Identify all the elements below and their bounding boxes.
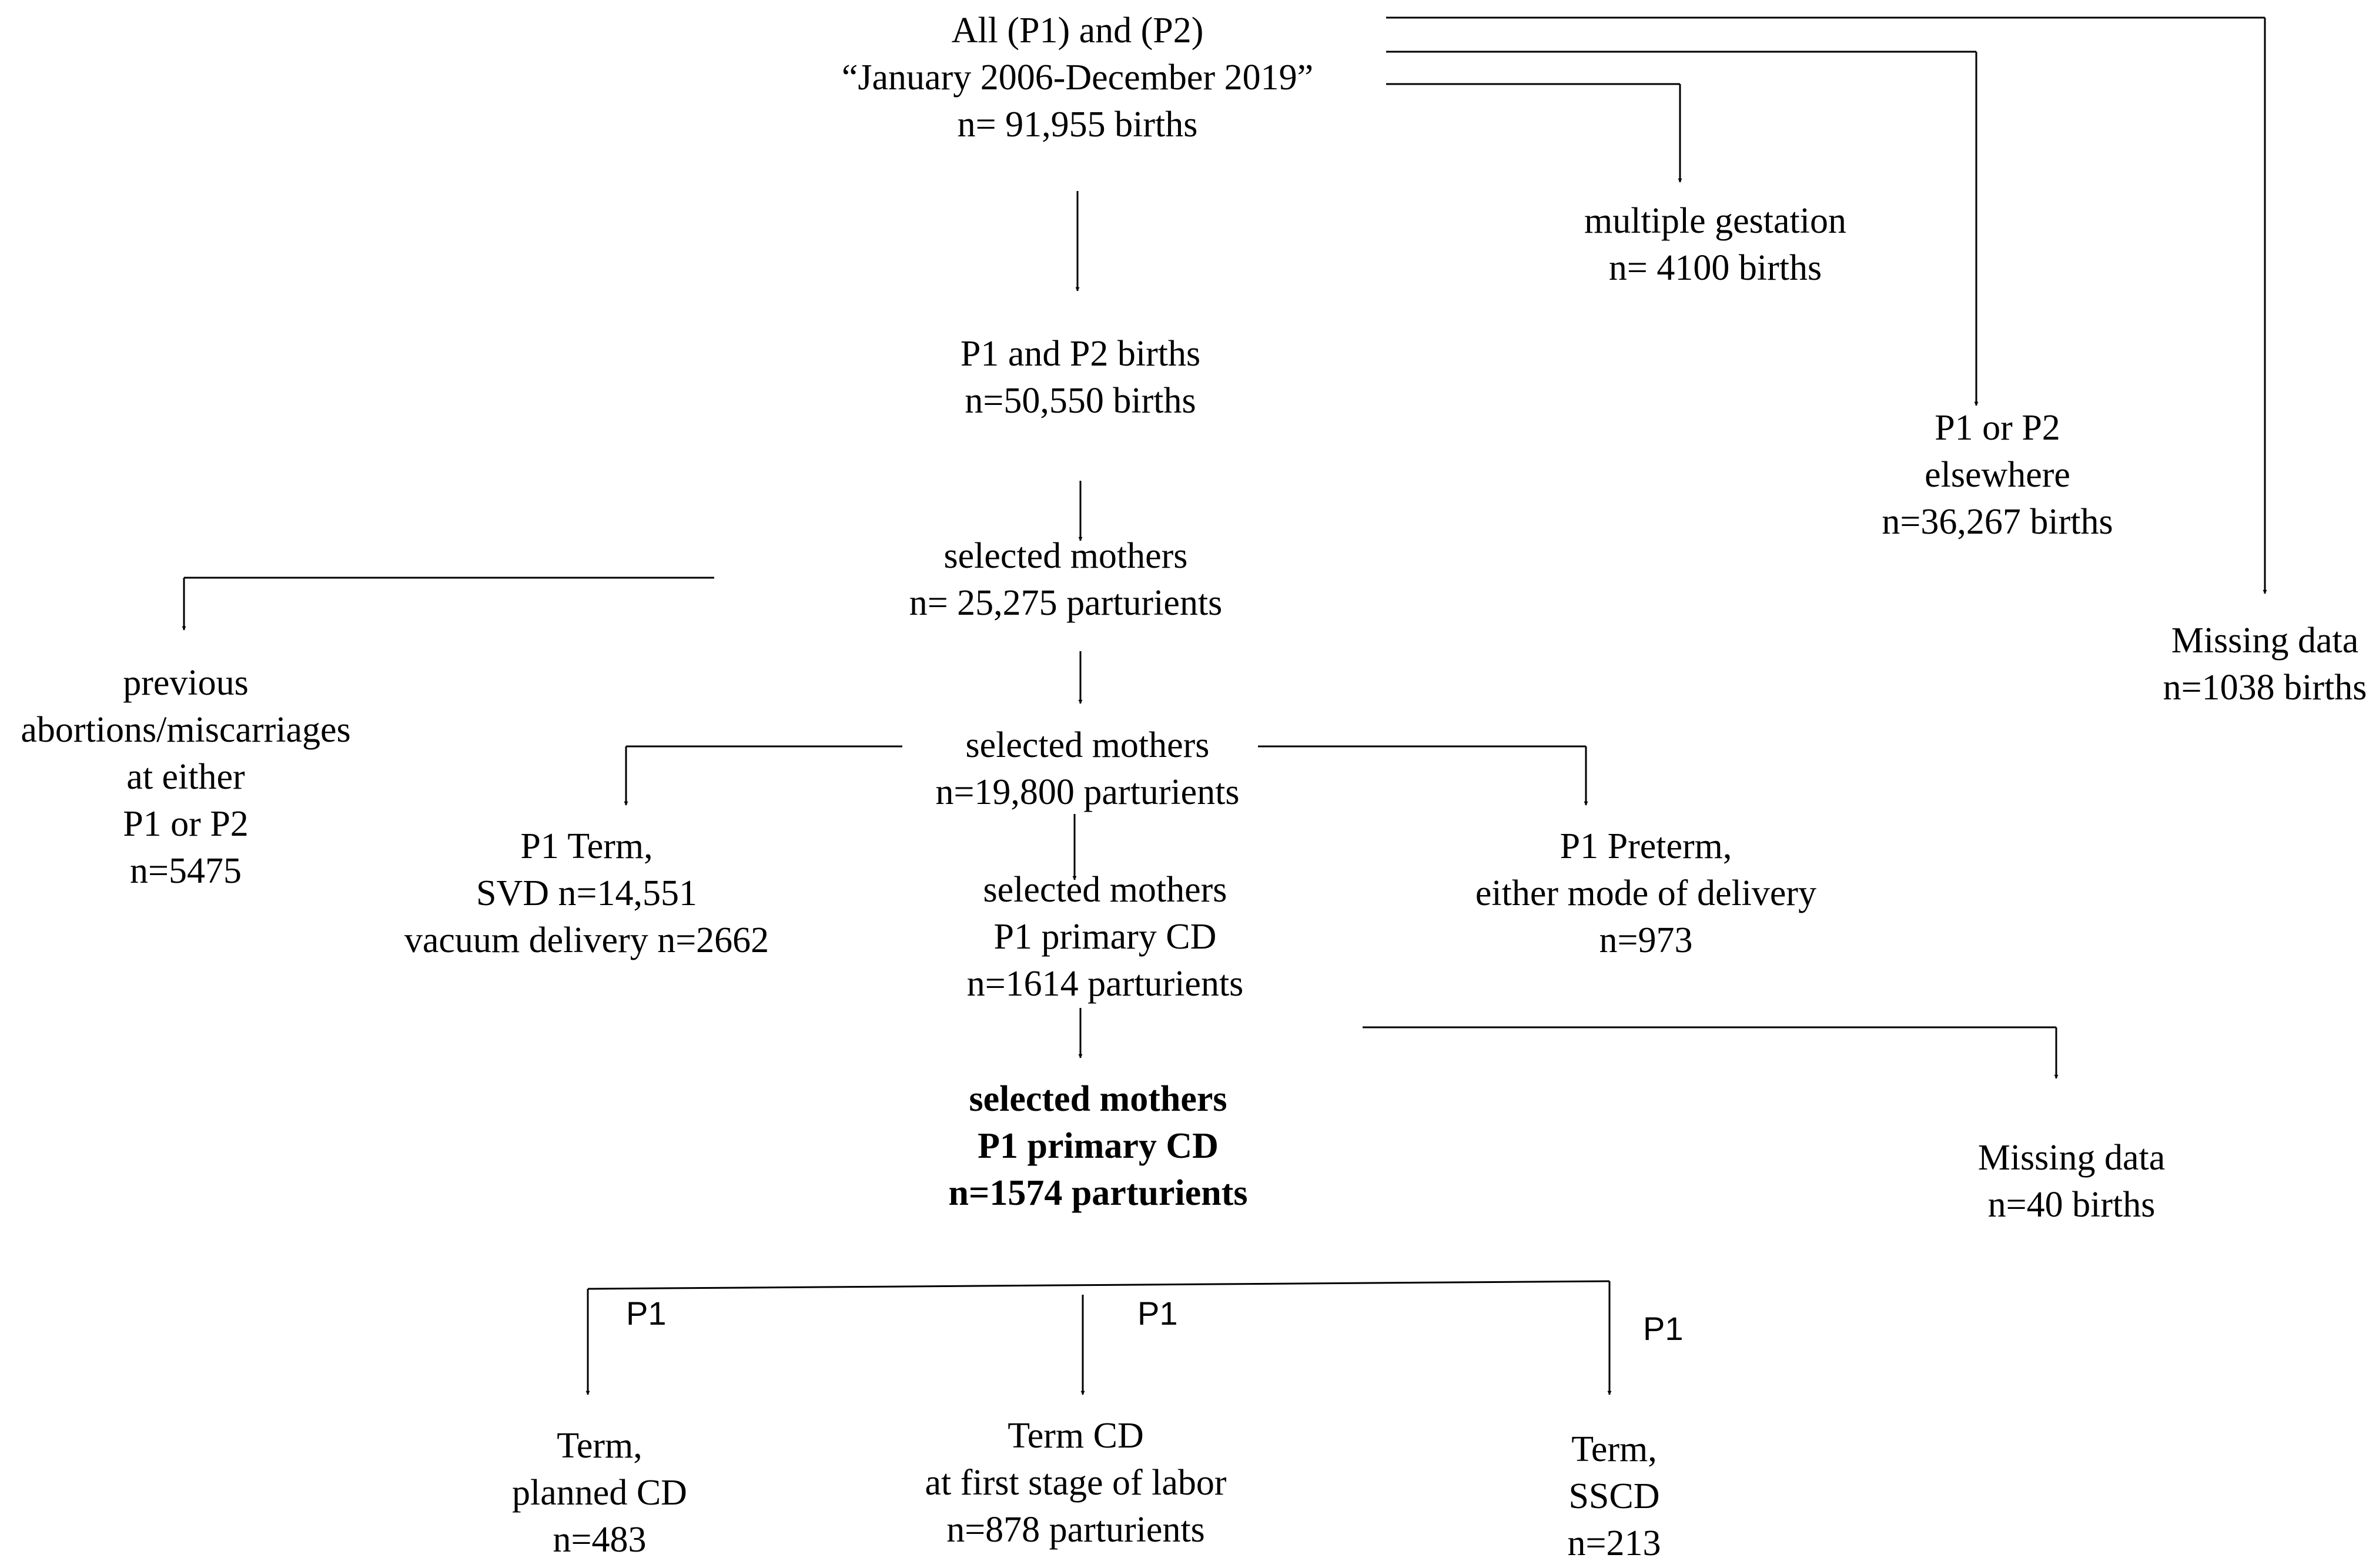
node-line: Term CD [1008, 1416, 1144, 1456]
node-line: n= 91,955 births [957, 105, 1198, 145]
node-line: n=973 [1599, 920, 1693, 960]
node-line: n=40 births [1987, 1185, 2156, 1225]
connector-bottom-split [587, 1280, 1610, 1290]
node-line: P1 or P2 [123, 804, 249, 844]
node-line: selected mothers [965, 725, 1210, 765]
branch-label-first-stage: P1 [1137, 1295, 1178, 1332]
cd-1614-node: selected mothers P1 primary CD n=1614 pa… [967, 866, 1244, 1007]
node-line: n= 4100 births [1608, 248, 1822, 288]
node-line: n=483 [553, 1520, 647, 1560]
node-line: n=19,800 parturients [935, 772, 1240, 812]
node-line: Missing data [2171, 621, 2359, 661]
all-births-node: All (P1) and (P2) “January 2006-December… [842, 7, 1313, 148]
node-line: previous [123, 663, 249, 703]
node-line: n=5475 [130, 851, 242, 891]
preterm-node: P1 Preterm, either mode of delivery n=97… [1475, 823, 1816, 964]
term-svd-node: P1 Term, SVD n=14,551 vacuum delivery n=… [404, 823, 769, 964]
node-line: vacuum delivery n=2662 [404, 920, 769, 960]
cd-1574-node: selected mothers P1 primary CD n=1574 pa… [949, 1076, 1248, 1217]
first-stage-cd-node: Term CD at first stage of labor n=878 pa… [925, 1412, 1226, 1553]
node-line: either mode of delivery [1475, 873, 1817, 913]
p1-p2-births-node: P1 and P2 births n=50,550 births [961, 330, 1200, 424]
node-line: n=36,267 births [1882, 502, 2113, 542]
node-line: n=1038 births [2163, 668, 2367, 708]
node-line: n=878 parturients [946, 1510, 1205, 1550]
selected-mothers-node-1: selected mothers n= 25,275 parturients [909, 532, 1223, 626]
node-line: P1 or P2 [1935, 408, 2060, 448]
missing-data-node-1: Missing data n=1038 births [2163, 617, 2367, 711]
sscd-node: Term, SSCD n=213 [1568, 1426, 1661, 1567]
node-line: elsewhere [1925, 455, 2070, 495]
node-line: P1 Preterm, [1560, 826, 1732, 866]
node-line: selected mothers [983, 870, 1227, 910]
node-line: SVD n=14,551 [476, 873, 697, 913]
multiple-gestation-node: multiple gestation n= 4100 births [1584, 197, 1846, 292]
node-line: P1 Term, [520, 826, 653, 866]
node-line: P1 primary CD [978, 1126, 1219, 1166]
abortions-node: previous abortions/miscarriages at eithe… [21, 659, 350, 894]
node-line: Term, [557, 1426, 642, 1466]
missing-data-node-2: Missing data n=40 births [1978, 1134, 2166, 1228]
node-line: n=1614 parturients [966, 964, 1244, 1004]
node-line: P1 and P2 births [960, 334, 1201, 374]
node-line: n=1574 parturients [948, 1173, 1248, 1213]
node-line: multiple gestation [1584, 201, 1846, 241]
node-line: selected mothers [943, 536, 1188, 576]
node-line: All (P1) and (P2) [951, 11, 1204, 51]
branch-label-planned: P1 [626, 1295, 667, 1332]
planned-cd-node: Term, planned CD n=483 [512, 1422, 687, 1563]
branch-label-sscd: P1 [1643, 1310, 1684, 1347]
node-line: P1 primary CD [993, 917, 1217, 957]
node-line: at either [126, 757, 245, 797]
node-line: Missing data [1977, 1138, 2166, 1178]
node-line: n= 25,275 parturients [909, 583, 1223, 623]
node-line: n=213 [1567, 1523, 1661, 1563]
node-line: SSCD [1568, 1476, 1660, 1516]
selected-mothers-node-2: selected mothers n=19,800 parturients [935, 722, 1239, 816]
node-line: abortions/miscarriages [21, 710, 351, 750]
node-line: at first stage of labor [925, 1463, 1227, 1503]
node-line: Term, [1571, 1429, 1657, 1469]
node-line: selected mothers [969, 1079, 1227, 1119]
node-line: planned CD [512, 1473, 687, 1513]
elsewhere-node: P1 or P2 elsewhere n=36,267 births [1882, 404, 2113, 545]
node-line: n=50,550 births [965, 381, 1196, 421]
node-line: “January 2006-December 2019” [841, 58, 1314, 98]
